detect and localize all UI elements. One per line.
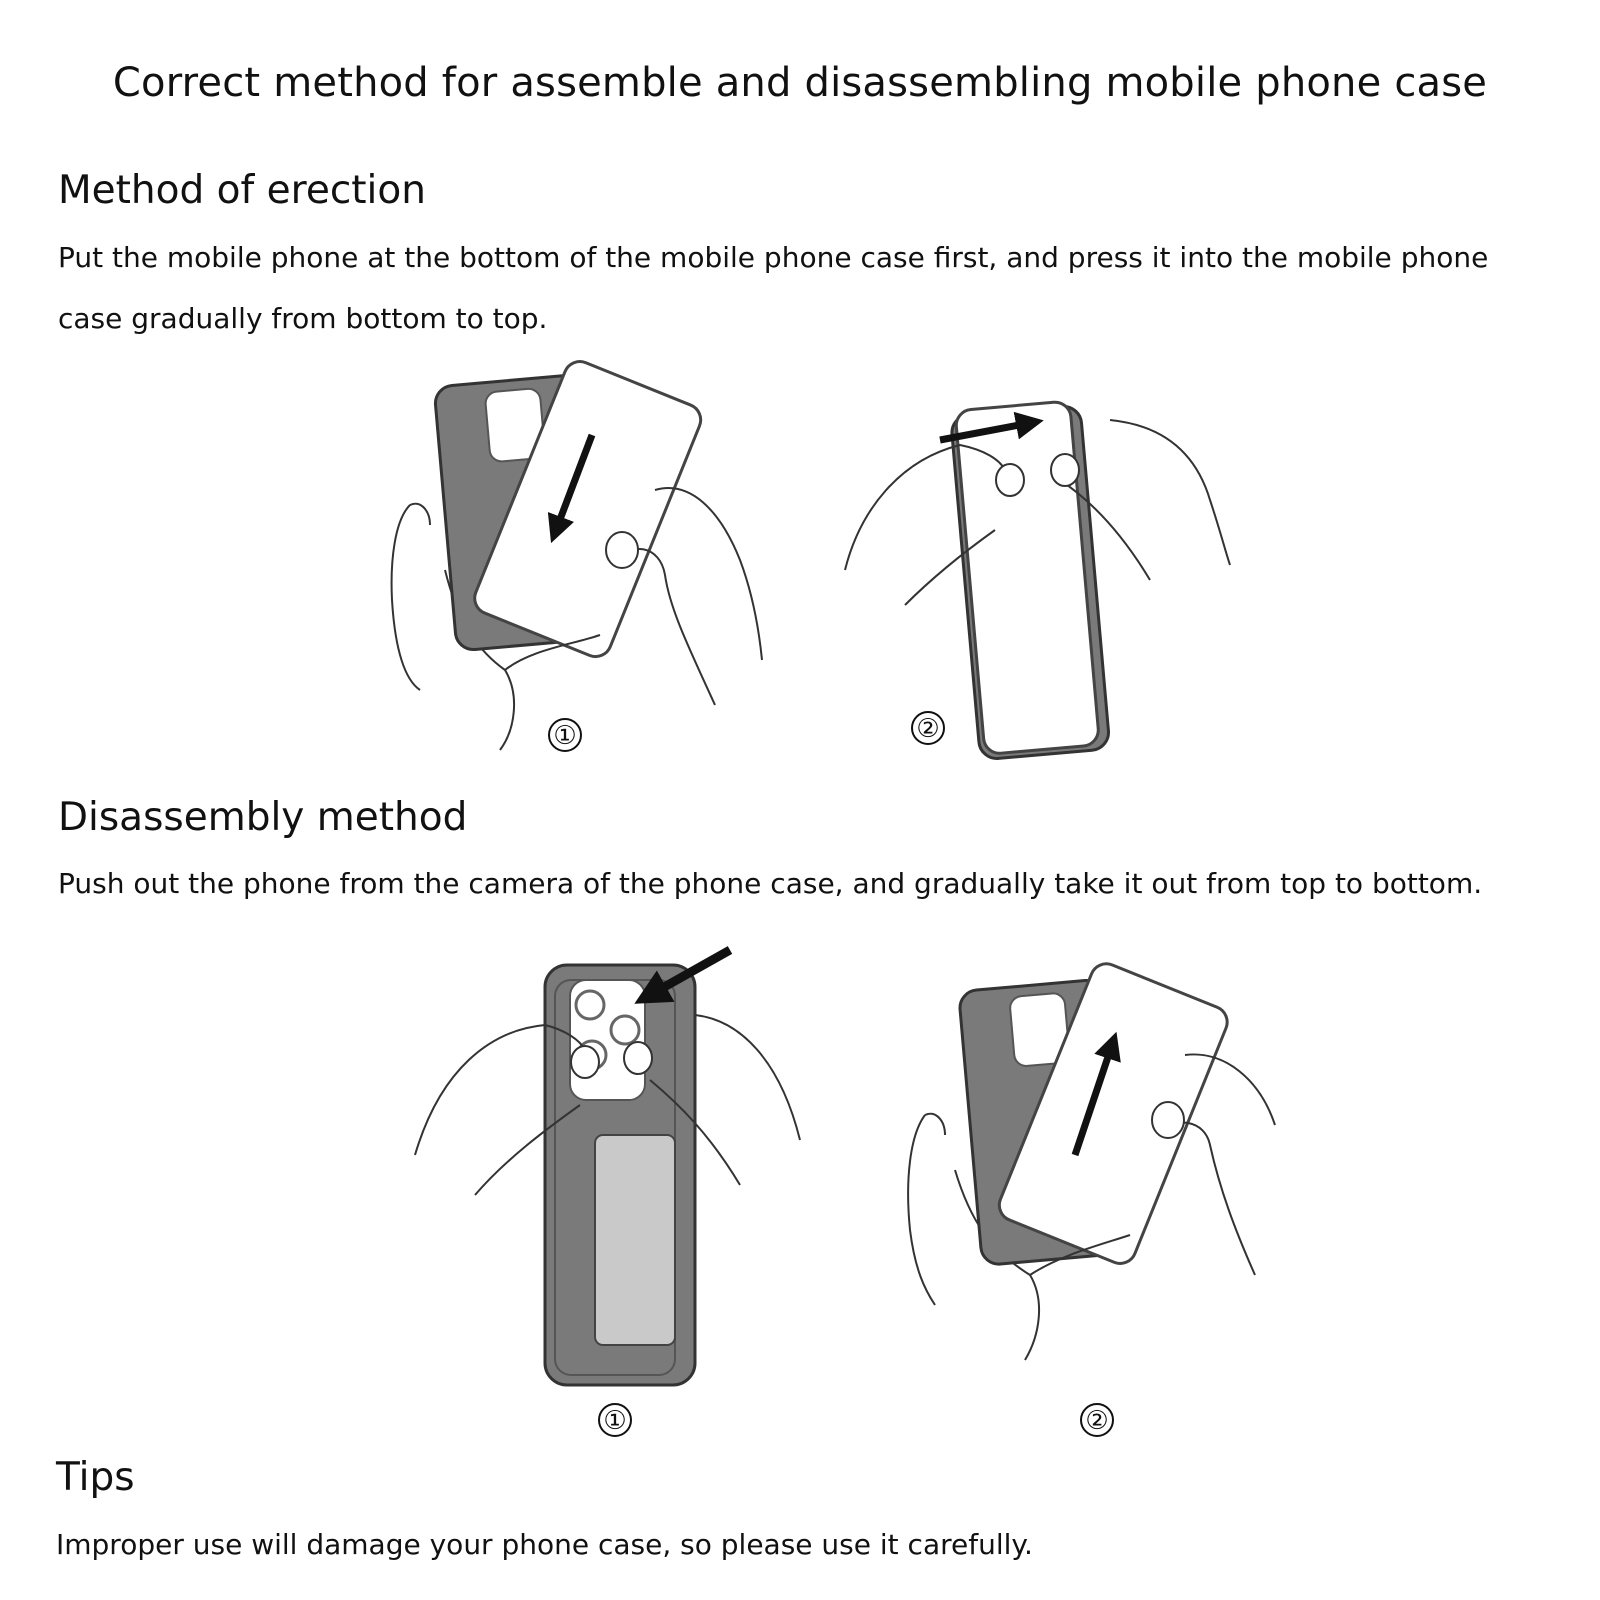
section-text-erection: Put the mobile phone at the bottom of th… — [58, 241, 1489, 335]
phone-illustration — [997, 962, 1229, 1265]
erection-illustration: ① ② — [390, 360, 1231, 760]
section-heading-erection: Method of erection — [58, 168, 426, 213]
direction-arrow-icon — [1071, 1031, 1121, 1157]
phone-illustration — [473, 360, 703, 659]
section-text-disassembly: Push out the phone from the camera of th… — [58, 867, 1483, 900]
direction-arrow-icon — [547, 433, 596, 544]
section-heading-tips: Tips — [56, 1455, 135, 1500]
disassembly-step-1-label: ① — [603, 1406, 626, 1436]
direction-arrow-icon — [939, 411, 1044, 444]
hand-illustration — [390, 504, 421, 691]
phone-illustration — [954, 400, 1100, 755]
erection-step-1-figure: ① — [390, 360, 763, 752]
erection-step-2-figure: ② — [844, 400, 1231, 760]
disassembly-step-1-figure: ① — [414, 946, 801, 1437]
section-heading-disassembly: Disassembly method — [58, 795, 468, 840]
erection-step-2-label: ② — [916, 714, 939, 744]
section-text-tips: Improper use will damage your phone case… — [56, 1528, 1033, 1561]
direction-arrow-icon — [634, 946, 733, 1004]
disassembly-step-2-figure: ② — [907, 962, 1276, 1437]
erection-step-1-label: ① — [553, 721, 576, 751]
card-slot-illustration — [594, 1134, 676, 1346]
disassembly-step-2-label: ② — [1085, 1406, 1108, 1436]
page-title: Correct method for assemble and disassem… — [112, 60, 1488, 106]
disassembly-illustration: ① ② — [414, 946, 1276, 1437]
